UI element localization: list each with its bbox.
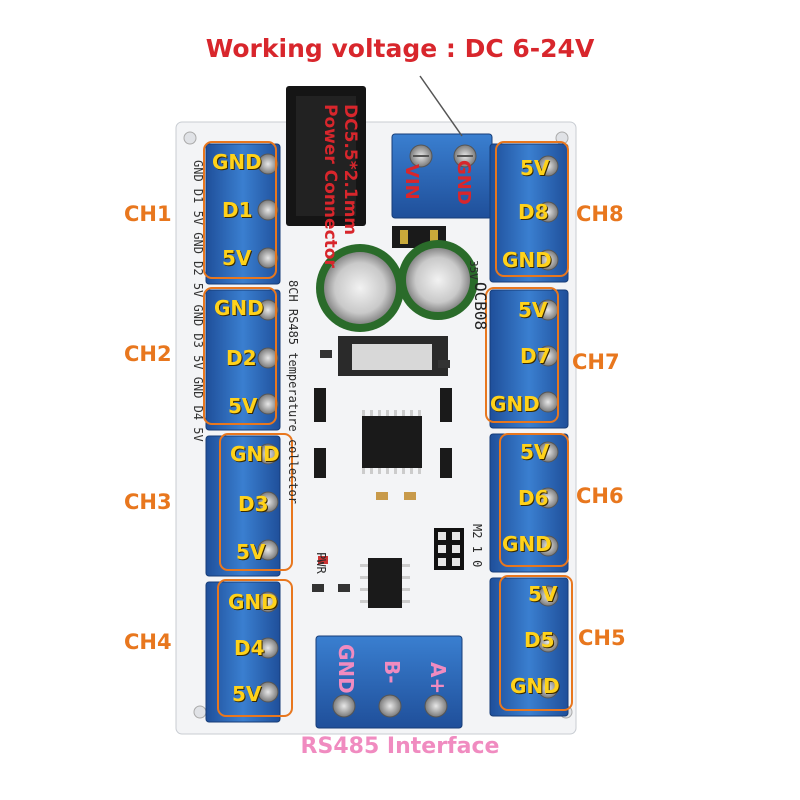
pin-label: D5 <box>524 628 555 652</box>
pin-label: 5V <box>520 440 550 464</box>
channel-label: CH4 <box>124 630 172 654</box>
channel-label: CH7 <box>572 350 620 374</box>
rs485-b-label: B- <box>380 660 404 684</box>
pin-label: D4 <box>234 636 265 660</box>
pin-label: D3 <box>238 492 269 516</box>
mount-hole <box>193 705 207 719</box>
rs485-gnd-label: GND <box>334 644 358 694</box>
rs485-interface-label: RS485 Interface <box>300 734 500 759</box>
pin-label: GND <box>228 590 278 614</box>
working-voltage-label: Working voltage : DC 6-24V <box>205 34 595 63</box>
channel-label: CH2 <box>124 342 172 366</box>
pin-label: GND <box>502 248 552 272</box>
capacitor-rating-silkscreen: 35V <box>467 260 480 280</box>
pin-label: D7 <box>520 344 551 368</box>
channel-label: CH8 <box>576 202 624 226</box>
pin-label: GND <box>214 296 264 320</box>
power-connector-size: DC5.5*2.1mm <box>340 104 360 236</box>
vin-label: VIN <box>401 164 422 200</box>
m-jumper-silkscreen: M2 1 0 <box>470 524 484 568</box>
channel-label: CH3 <box>124 490 172 514</box>
board-model-silkscreen: OCB08 <box>471 282 490 331</box>
pin-label: 5V <box>228 394 258 418</box>
rs485-ic <box>368 558 402 608</box>
pin-label: D6 <box>518 486 549 510</box>
pin-label: 5V <box>528 582 558 606</box>
vin-gnd-label: GND <box>453 160 474 205</box>
pin-label: GND <box>502 532 552 556</box>
pin-label: GND <box>212 150 262 174</box>
rs485-a-label: A+ <box>426 662 450 695</box>
channel-label: CH1 <box>124 202 172 226</box>
pin-label: 5V <box>236 540 266 564</box>
main-ic <box>362 416 422 468</box>
pin-label: D8 <box>518 200 549 224</box>
left-terminal-strip <box>205 143 281 723</box>
pin-label: GND <box>230 442 280 466</box>
left-silkscreen: GND D1 5V GND D2 5V GND D3 5V GND D4 5V <box>191 160 205 442</box>
pin-label: 5V <box>222 246 252 270</box>
power-connector-label: DC5.5*2.1mm Power Connector <box>320 104 360 268</box>
pin-label: 5V <box>520 156 550 180</box>
pin-label: D1 <box>222 198 253 222</box>
pin-label: GND <box>510 674 560 698</box>
pin-label: 5V <box>518 298 548 322</box>
pin-label: D2 <box>226 346 257 370</box>
pin-label: GND <box>490 392 540 416</box>
channel-label: CH5 <box>578 626 626 650</box>
power-connector-name: Power Connector <box>320 104 340 268</box>
pwr-silkscreen: PWR <box>314 552 328 574</box>
mount-hole <box>183 131 197 145</box>
board-description-silkscreen: 8CH RS485 temperature collector <box>286 280 300 504</box>
channel-label: CH6 <box>576 484 624 508</box>
pin-label: 5V <box>232 682 262 706</box>
right-terminal-strip <box>489 143 569 717</box>
